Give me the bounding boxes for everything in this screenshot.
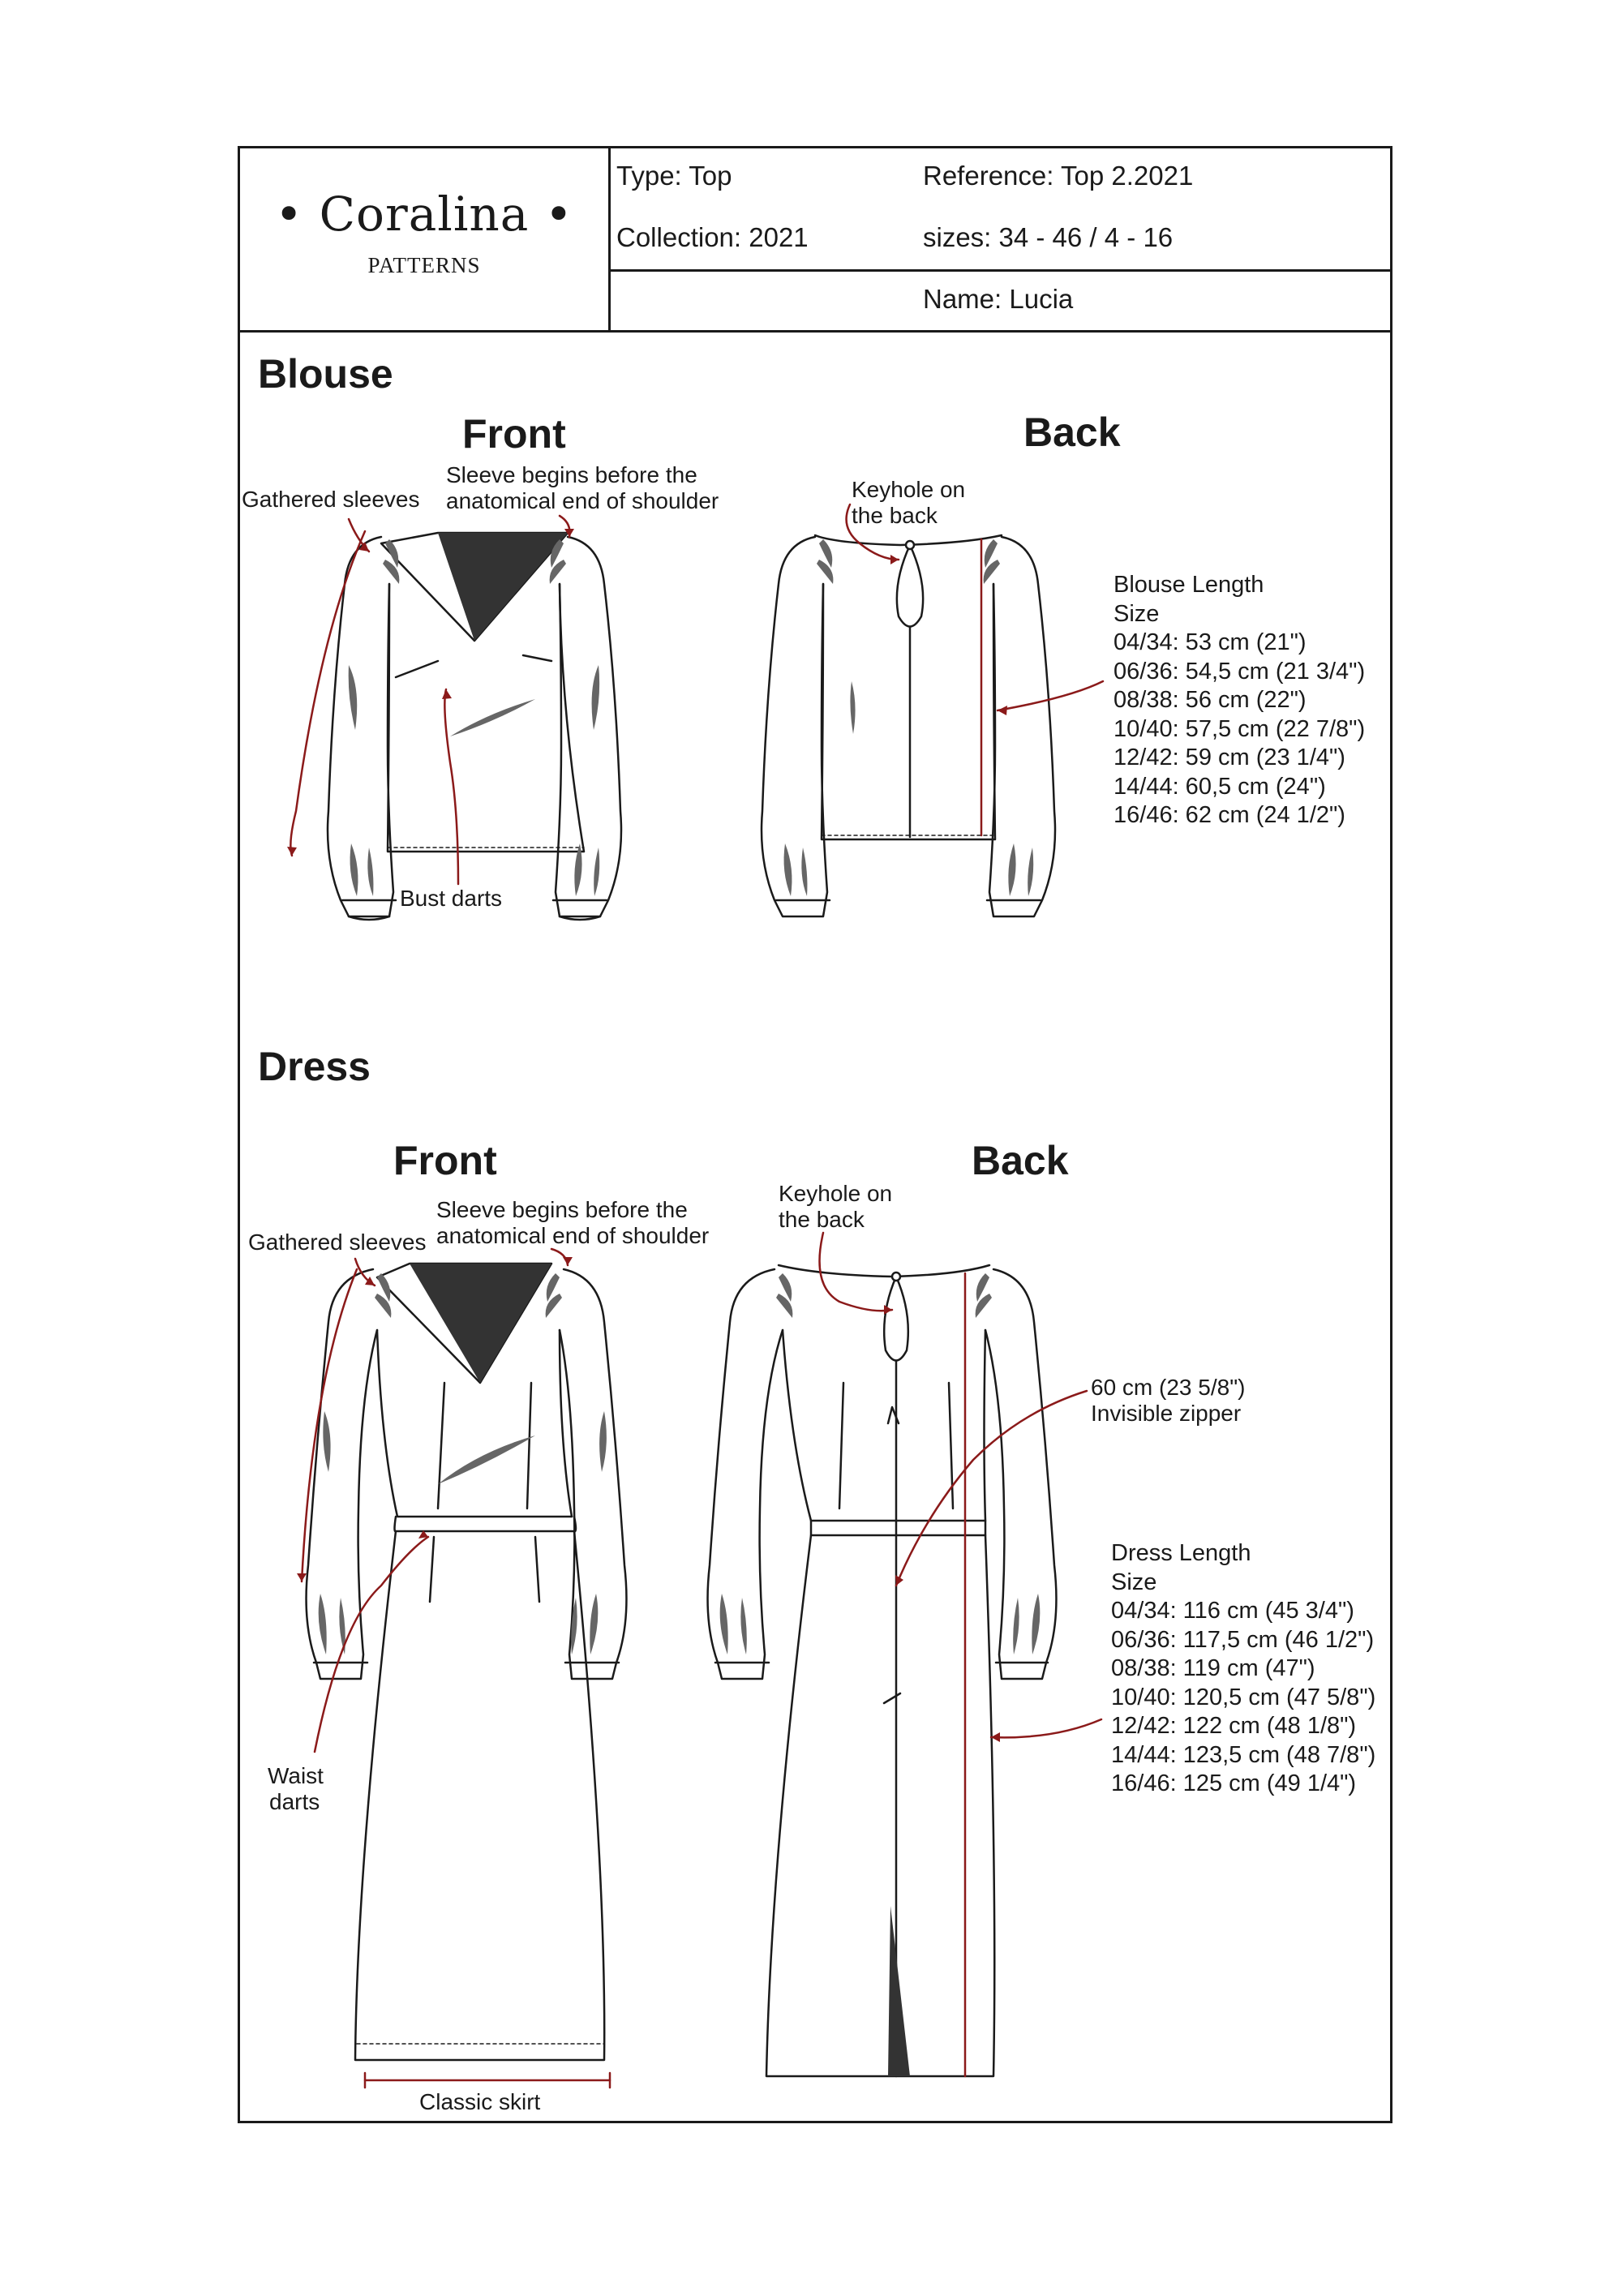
blouse-front-title: Front	[462, 411, 566, 457]
meta-collection: Collection: 2021	[616, 222, 809, 252]
blouse-bust-darts-label: Bust darts	[400, 886, 503, 911]
meta-name: Name: Lucia	[923, 284, 1074, 314]
dress-zipper-1: 60 cm (23 5/8")	[1091, 1375, 1246, 1400]
dress-front-illustration	[305, 1262, 628, 2062]
blouse-size-row: 06/36: 54,5 cm (21 3/4")	[1114, 658, 1366, 685]
meta-sizes: sizes: 34 - 46 / 4 - 16	[923, 222, 1174, 252]
header-divider	[611, 269, 1392, 272]
blouse-bust-dart-arrow	[444, 688, 460, 886]
blouse-section-title: Blouse	[258, 351, 393, 397]
dress-front-title: Front	[393, 1138, 497, 1183]
page-frame	[238, 146, 1392, 2123]
blouse-size-row: 04/34: 53 cm (21")	[1114, 629, 1307, 655]
blouse-size-row: 12/42: 59 cm (23 1/4")	[1114, 745, 1345, 770]
blouse-sleeve-note-1: Sleeve begins before the	[446, 462, 697, 487]
blouse-keyhole-arrow	[845, 503, 900, 561]
dress-length-arrow	[989, 1718, 1103, 1739]
annotation-arrowheads	[287, 529, 1007, 1742]
dress-section-title: Dress	[258, 1044, 371, 1089]
dress-gathered-label: Gathered sleeves	[248, 1230, 427, 1255]
blouse-size-label: Size	[1114, 600, 1160, 627]
blouse-front-shading	[348, 539, 600, 896]
meta-reference: Reference: Top 2.2021	[923, 161, 1194, 191]
dress-sleeve-note-1: Sleeve begins before the	[436, 1197, 688, 1222]
blouse-sleeve-note-2: anatomical end of shoulder	[446, 488, 719, 513]
dress-keyhole-arrow	[818, 1231, 894, 1312]
blouse-length-title: Blouse Length	[1114, 572, 1264, 598]
dress-length-title: Dress Length	[1111, 1540, 1251, 1566]
blouse-length-block: Blouse Length Size 04/34: 53 cm (21") 06…	[1114, 571, 1365, 830]
blouse-keyhole-2: the back	[852, 503, 938, 528]
dress-classic-skirt-label: Classic skirt	[419, 2089, 541, 2114]
blouse-size-row: 16/46: 62 cm (24 1/2")	[1114, 802, 1345, 828]
dress-back-illustration	[706, 1264, 1058, 2078]
blouse-gathered-line	[290, 530, 367, 857]
dress-waist-dart-arrow	[313, 1535, 430, 1753]
dress-back-title: Back	[972, 1138, 1069, 1183]
dress-length-block: Dress Length Size 04/34: 116 cm (45 3/4"…	[1111, 1539, 1375, 1799]
dress-size-row: 14/44: 123,5 cm (48 7/8")	[1111, 1741, 1376, 1768]
annotation-lines	[290, 503, 1105, 2089]
dress-size-row: 10/40: 120,5 cm (47 5/8")	[1111, 1684, 1376, 1710]
dress-back-vent	[888, 1906, 910, 2076]
blouse-keyhole-1: Keyhole on	[852, 477, 966, 502]
blouse-size-row: 08/38: 56 cm (22")	[1114, 687, 1307, 713]
dress-waist-darts-1: Waist	[268, 1763, 324, 1788]
brand-logo: • Coralina •	[275, 187, 573, 242]
dress-size-row: 12/42: 122 cm (48 1/8")	[1111, 1713, 1357, 1739]
dress-zipper-2: Invisible zipper	[1091, 1401, 1242, 1426]
dress-size-row: 04/34: 116 cm (45 3/4")	[1111, 1598, 1354, 1624]
dress-size-row: 16/46: 125 cm (49 1/4")	[1111, 1770, 1357, 1796]
blouse-size-row: 14/44: 60,5 cm (24")	[1114, 773, 1326, 800]
dress-zipper-arrow	[895, 1389, 1088, 1587]
blouse-gathered-label: Gathered sleeves	[242, 487, 420, 512]
blouse-length-arrow	[996, 680, 1105, 712]
brand-subtitle: PATTERNS	[367, 253, 481, 277]
dress-waist-darts-2: darts	[269, 1789, 320, 1814]
dress-back-shading	[719, 1273, 1041, 1654]
dress-size-row: 08/38: 119 cm (47")	[1111, 1655, 1315, 1681]
dress-size-row: 06/36: 117,5 cm (46 1/2")	[1111, 1626, 1375, 1653]
dress-gathered-line	[300, 1268, 358, 1583]
dress-size-label: Size	[1111, 1569, 1157, 1595]
blouse-back-shading	[783, 539, 1034, 896]
blouse-back-title: Back	[1023, 410, 1121, 455]
blouse-size-row: 10/40: 57,5 cm (22 7/8")	[1114, 715, 1366, 742]
meta-type: Type: Top	[616, 161, 732, 191]
dress-keyhole-2: the back	[779, 1207, 865, 1232]
dress-keyhole-1: Keyhole on	[779, 1181, 893, 1206]
header-bottom-rule	[238, 330, 1392, 333]
dress-sleeve-note-2: anatomical end of shoulder	[436, 1223, 710, 1248]
dress-front-shading	[318, 1273, 607, 1654]
blouse-back-illustration	[760, 534, 1057, 918]
